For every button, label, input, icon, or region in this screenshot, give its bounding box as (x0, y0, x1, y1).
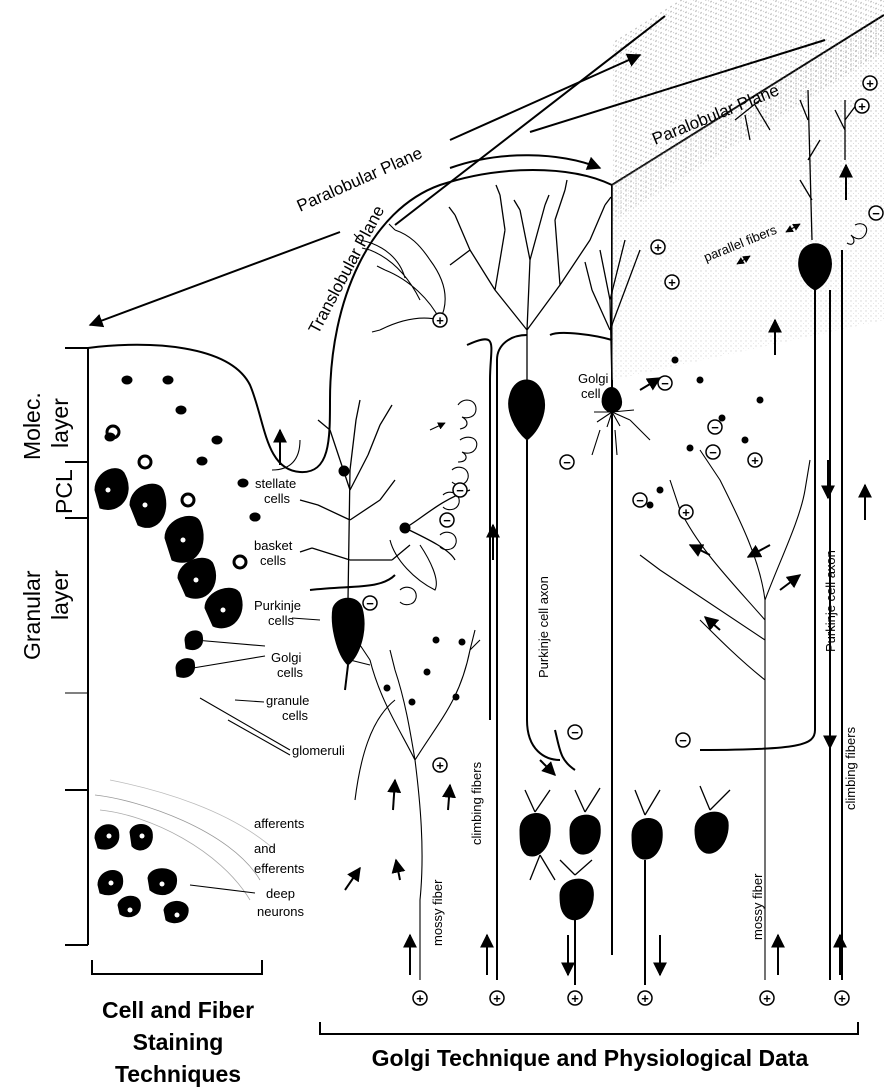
plus-sign: + (760, 991, 774, 1006)
stellate-cells-label-2: cells (264, 491, 291, 506)
left-mossy-arbor (350, 630, 480, 980)
afferents-label-2: and (254, 841, 276, 856)
molecular-layer-label: Molec. (19, 392, 45, 460)
svg-text:−: − (443, 513, 451, 528)
svg-text:−: − (456, 483, 464, 498)
golgi-cells-label-2: cells (277, 665, 304, 680)
purkinje-cells-label-2: cells (268, 613, 295, 628)
plus-sign: + (433, 313, 447, 328)
left-footer-line-3: Techniques (115, 1061, 241, 1087)
svg-text:+: + (668, 275, 676, 290)
golgi-cells-label: Golgi (271, 650, 301, 665)
svg-text:+: + (571, 991, 579, 1006)
svg-text:+: + (682, 505, 690, 520)
climbing-fibers-right-label: climbing fibers (843, 726, 858, 810)
svg-text:+: + (763, 991, 771, 1006)
plus-sign: + (413, 991, 427, 1006)
golgi-cell-label: Golgi (578, 371, 608, 386)
minus-sign: − (560, 455, 574, 470)
svg-text:+: + (858, 99, 866, 114)
minus-sign: − (440, 513, 454, 528)
svg-text:−: − (661, 376, 669, 391)
purkinje-cells-label: Purkinje (254, 598, 301, 613)
svg-text:−: − (571, 725, 579, 740)
svg-text:−: − (679, 733, 687, 748)
minus-sign: − (633, 493, 647, 508)
right-mossy-arbor (640, 357, 810, 980)
plus-sign: + (835, 991, 849, 1006)
purkinje-axon-right-label: Purkinje cell axon (823, 550, 838, 652)
plus-sign: + (568, 991, 582, 1006)
afferents-label: afferents (254, 816, 305, 831)
minus-sign: − (363, 596, 377, 611)
svg-text:+: + (654, 240, 662, 255)
plus-sign: + (651, 240, 665, 255)
left-footer-line-1: Cell and Fiber (102, 997, 254, 1023)
minus-sign: − (658, 376, 672, 391)
plus-sign: + (679, 505, 693, 520)
svg-text:−: − (366, 596, 374, 611)
granule-cells-label: granule (266, 693, 309, 708)
svg-text:−: − (872, 206, 880, 221)
svg-text:+: + (641, 991, 649, 1006)
mossy-fiber-left-label: mossy fiber (430, 879, 445, 946)
granular-layer-label-2: layer (47, 570, 73, 620)
plus-sign: + (490, 991, 504, 1006)
svg-text:+: + (436, 313, 444, 328)
deep-nuclear-neurons (520, 786, 730, 985)
minus-sign: − (568, 725, 582, 740)
granule-cells-label-2: cells (282, 708, 309, 723)
deep-neurons-label-2: neurons (257, 904, 304, 919)
minus-sign: − (708, 420, 722, 435)
staining-cells (95, 376, 275, 923)
layer-labels: Molec. layer PCL Granular layer (19, 392, 77, 660)
climbing-fibers-left-label: climbing fibers (469, 761, 484, 845)
purkinje-axon-left-label: Purkinje cell axon (536, 576, 551, 678)
plus-sign: + (638, 991, 652, 1006)
minus-sign: − (453, 483, 467, 498)
glomeruli-label: glomeruli (292, 743, 345, 758)
minus-sign: − (676, 733, 690, 748)
svg-text:−: − (636, 493, 644, 508)
svg-text:−: − (711, 420, 719, 435)
minus-sign: − (706, 445, 720, 460)
right-footer-label: Golgi Technique and Physiological Data (372, 1045, 809, 1071)
svg-text:+: + (416, 991, 424, 1006)
svg-text:−: − (563, 455, 571, 470)
plus-sign: + (433, 758, 447, 773)
pcl-label: PCL (51, 469, 77, 514)
minus-sign: − (869, 206, 883, 221)
plus-sign: + (855, 99, 869, 114)
stellate-cells-label: stellate (255, 476, 296, 491)
basket-cells-label-2: cells (260, 553, 287, 568)
svg-text:−: − (709, 445, 717, 460)
svg-text:+: + (838, 991, 846, 1006)
mossy-fiber-right-label: mossy fiber (750, 873, 765, 940)
footer-labels: Cell and Fiber Staining Techniques Golgi… (102, 997, 809, 1087)
granular-layer-label: Granular (19, 570, 45, 660)
plus-sign: + (748, 453, 762, 468)
translobular-plane-label: Translobular Plane (305, 203, 388, 337)
plus-sign: + (863, 76, 877, 91)
left-footer-line-2: Staining (133, 1029, 224, 1055)
afferents-label-3: efferents (254, 861, 305, 876)
golgi-cell-label-2: cell (581, 386, 601, 401)
plus-sign: + (665, 275, 679, 290)
svg-text:+: + (866, 76, 874, 91)
left-purkinje-cell (300, 400, 470, 690)
svg-text:+: + (751, 453, 759, 468)
deep-neurons-label: deep (266, 886, 295, 901)
svg-text:+: + (436, 758, 444, 773)
staining-labels: stellate cells basket cells Purkinje cel… (190, 476, 345, 919)
molecular-layer-label-2: layer (47, 398, 73, 448)
svg-text:+: + (493, 991, 501, 1006)
basket-cells-label: basket (254, 538, 293, 553)
